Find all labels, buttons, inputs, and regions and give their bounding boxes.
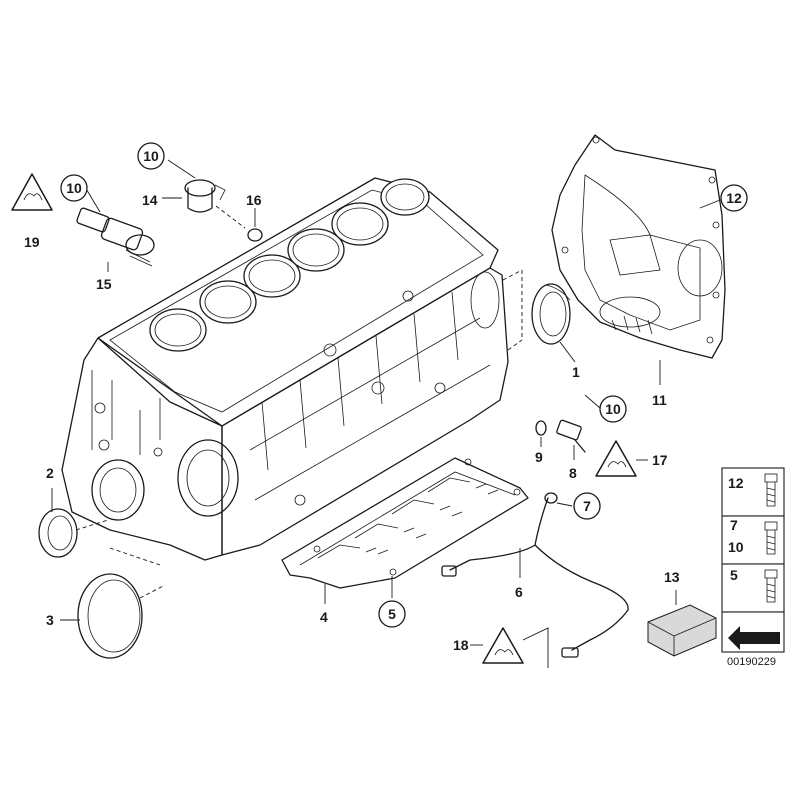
diagram-code: 00190229	[727, 656, 776, 668]
rear-seal	[531, 283, 571, 345]
callout-10-c[interactable]: 10	[599, 395, 627, 423]
label-8[interactable]: 8	[569, 465, 577, 481]
legend-label-5: 5	[730, 567, 738, 583]
svg-text:10: 10	[66, 180, 82, 196]
rear-plate	[551, 134, 726, 359]
plug-part	[184, 179, 226, 213]
svg-text:7: 7	[583, 498, 591, 514]
svg-text:12: 12	[726, 190, 742, 206]
svg-text:10: 10	[143, 148, 159, 164]
crank-sensor	[535, 419, 586, 453]
bolt-icon	[764, 473, 778, 507]
oil-deflector	[281, 457, 529, 589]
warning-icon-17	[595, 440, 637, 477]
warning-icon-18	[482, 627, 524, 664]
callout-7[interactable]: 7	[573, 492, 601, 520]
callout-5[interactable]: 5	[378, 600, 406, 628]
front-seal	[38, 508, 78, 558]
legend-label-12: 12	[728, 475, 744, 491]
bolt-icon	[764, 521, 778, 555]
callout-12[interactable]: 12	[720, 184, 748, 212]
gasket-kit-box	[647, 604, 717, 657]
label-16[interactable]: 16	[246, 192, 262, 208]
label-1[interactable]: 1	[572, 364, 580, 380]
label-4[interactable]: 4	[320, 609, 328, 625]
label-14[interactable]: 14	[142, 192, 158, 208]
o-ring	[247, 228, 263, 242]
label-6[interactable]: 6	[515, 584, 523, 600]
legend-label-10: 10	[728, 539, 744, 555]
label-15[interactable]: 15	[96, 276, 112, 292]
fastener-legend: 12 7 10 5	[721, 467, 785, 653]
label-17[interactable]: 17	[652, 452, 668, 468]
label-3[interactable]: 3	[46, 612, 54, 628]
legend-label-7: 7	[730, 517, 738, 533]
label-19[interactable]: 19	[24, 234, 40, 250]
callout-10-a[interactable]: 10	[137, 142, 165, 170]
label-13[interactable]: 13	[664, 569, 680, 585]
warning-icon-19	[11, 173, 53, 211]
arrow-icon	[728, 626, 780, 650]
callout-10-b[interactable]: 10	[60, 174, 88, 202]
label-11[interactable]: 11	[652, 392, 667, 408]
label-9[interactable]: 9	[535, 449, 543, 465]
label-2[interactable]: 2	[46, 465, 54, 481]
end-cover	[77, 573, 143, 659]
svg-text:5: 5	[388, 606, 396, 622]
label-18[interactable]: 18	[453, 637, 469, 653]
engine-block	[61, 177, 509, 561]
knock-sensor	[441, 492, 629, 658]
oil-valve	[76, 207, 155, 267]
bolt-icon	[764, 569, 778, 603]
svg-text:10: 10	[605, 401, 621, 417]
